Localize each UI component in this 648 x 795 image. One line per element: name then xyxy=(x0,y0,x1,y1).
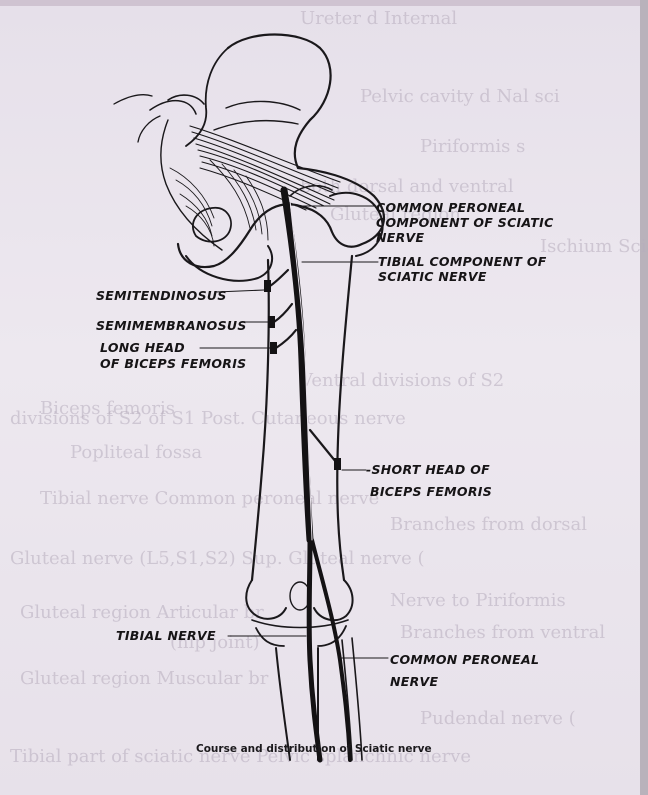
branch-short-head xyxy=(310,430,336,462)
label-semimembranosus: SEMIMEMBRANOSUS xyxy=(96,318,247,333)
muscle-tag-long-head xyxy=(270,342,277,354)
branch-long-head xyxy=(276,330,296,348)
label-short-head-biceps: BICEPS FEMORIS xyxy=(370,484,492,499)
muscle-tag-short-head xyxy=(334,458,341,470)
label-tibial-component: SCIATIC NERVE xyxy=(378,269,487,284)
figure-caption: Course and distribution of Sciatic nerve xyxy=(196,743,432,755)
label-common-peroneal-nerve: COMMON PERONEAL xyxy=(390,652,539,667)
label-tibial-component: TIBIAL COMPONENT OF xyxy=(378,254,547,269)
label-common-peroneal-component: COMPONENT OF SCIATIC xyxy=(376,215,554,230)
pelvic-floor xyxy=(114,95,160,142)
sciatic-nerve xyxy=(284,190,310,540)
page-right-edge xyxy=(640,0,648,795)
branch-semimembranosus xyxy=(274,304,292,322)
muscle-tag-semimembranosus xyxy=(268,316,275,328)
label-common-peroneal-component: COMMON PERONEAL xyxy=(376,200,525,215)
inner-pelvis-curve xyxy=(214,101,300,130)
femur-shaft-medial xyxy=(252,260,269,580)
label-semitendinosus: SEMITENDINOSUS xyxy=(96,288,227,303)
gluteal-fibres xyxy=(170,160,268,246)
label-long-head-biceps: OF BICEPS FEMORIS xyxy=(100,356,246,371)
femur-shaft-lateral xyxy=(337,256,352,580)
label-short-head-biceps: -SHORT HEAD OF xyxy=(366,462,490,477)
label-long-head-biceps: LONG HEAD xyxy=(100,340,185,355)
piriformis-muscle xyxy=(190,126,340,210)
label-common-peroneal-component: NERVE xyxy=(376,230,424,245)
label-common-peroneal-nerve: NERVE xyxy=(390,674,438,689)
femoral-condyle-medial xyxy=(246,580,286,619)
ilium-outline xyxy=(178,35,384,268)
ischial-tuberosity xyxy=(186,246,272,281)
branch-semitendinosus xyxy=(270,270,288,286)
sacral-outline xyxy=(150,95,204,114)
label-tibial-nerve: TIBIAL NERVE xyxy=(116,628,216,643)
femoral-condyle-lateral xyxy=(314,580,353,620)
muscle-tag-semitendinosus xyxy=(264,280,271,292)
